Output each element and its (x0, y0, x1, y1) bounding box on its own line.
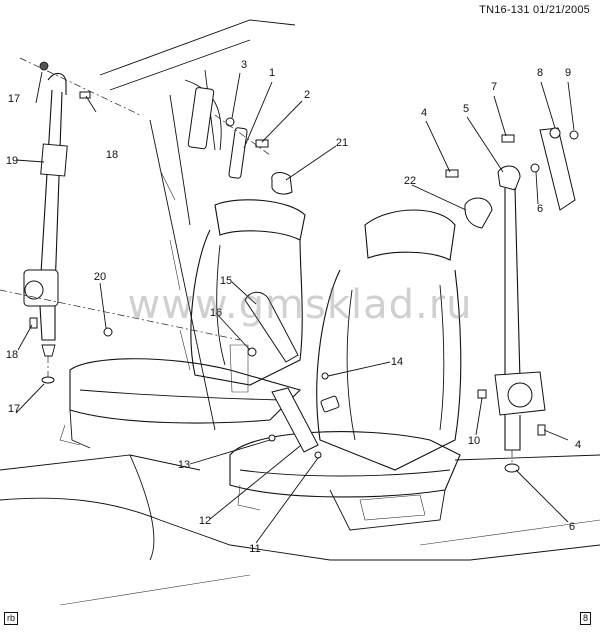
right-belt-assembly (445, 127, 579, 473)
callout-18: 18 (106, 149, 118, 161)
callout-22: 22 (404, 175, 416, 187)
corner-label-right: 8 (580, 612, 592, 625)
callout-17: 17 (8, 93, 20, 105)
upper-anchor (214, 114, 271, 179)
corner-label-left: rb (4, 612, 19, 625)
callout-3: 3 (241, 59, 247, 71)
callout-7: 7 (491, 81, 497, 93)
callout-1: 1 (269, 67, 275, 79)
left-seat (59, 199, 306, 449)
callout-21: 21 (336, 137, 348, 149)
leader-lines (15, 71, 575, 544)
watermark: www.gmsklad.ru (127, 282, 473, 328)
callout-14: 14 (391, 356, 403, 368)
callout-16: 16 (210, 307, 222, 319)
callout-10: 10 (468, 435, 480, 447)
center-buckle (229, 291, 340, 459)
callout-9: 9 (565, 67, 571, 79)
callout-labels: 1 2 3 4 4 5 6 6 7 8 9 10 11 12 13 14 15 … (6, 59, 581, 555)
callout-4: 4 (421, 107, 427, 119)
callout-2: 2 (304, 89, 310, 101)
callout-18b: 18 (6, 349, 18, 361)
callout-4b: 4 (575, 439, 581, 451)
callout-5: 5 (463, 103, 469, 115)
belt-guide-clip (271, 172, 293, 195)
callout-6: 6 (537, 203, 543, 215)
diagram-reference: TN16-131 01/21/2005 (479, 4, 590, 16)
callout-20: 20 (94, 271, 106, 283)
floor-outline (0, 454, 600, 606)
trim-cover (464, 197, 493, 229)
callout-17b: 17 (8, 403, 20, 415)
callout-8: 8 (537, 67, 543, 79)
callout-15: 15 (220, 275, 232, 287)
left-belt-assembly (0, 57, 241, 384)
callout-6b: 6 (569, 521, 575, 533)
callout-11: 11 (249, 543, 260, 555)
b-pillar (99, 19, 296, 431)
right-seat (229, 209, 462, 531)
callout-12: 12 (199, 515, 211, 527)
callout-19: 19 (6, 155, 18, 167)
callout-13: 13 (178, 459, 190, 471)
